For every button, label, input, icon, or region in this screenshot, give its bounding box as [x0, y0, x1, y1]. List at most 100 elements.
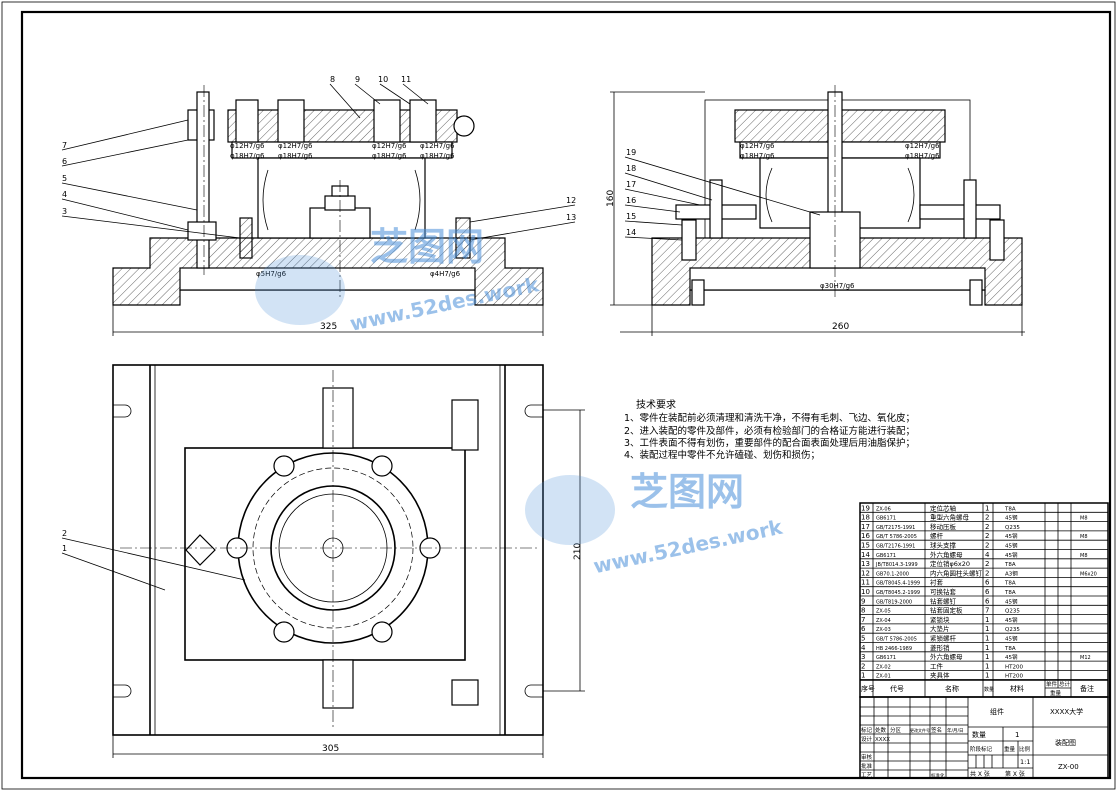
- parts-cell-no: 2: [861, 662, 865, 670]
- parts-cell-name: 紧锁块: [930, 615, 950, 624]
- watermark-logo: [255, 255, 345, 325]
- parts-cell-no: 16: [861, 532, 870, 540]
- balloon-9: 9: [355, 75, 360, 84]
- parts-cell-code: GB/T 5786-2005: [876, 534, 917, 540]
- dimension-width: 305: [322, 744, 339, 754]
- watermark-brand: 芝图网: [370, 225, 484, 269]
- parts-cell-code: ZX-02: [876, 664, 891, 670]
- mark-label: 标记: [861, 726, 873, 734]
- parts-cell-material: HT200: [1005, 674, 1023, 680]
- parts-cell-qty: 2: [985, 560, 989, 568]
- balloon-16: 16: [626, 196, 636, 205]
- parts-cell-no: 8: [861, 607, 865, 615]
- header-code: 代号: [890, 684, 904, 693]
- parts-cell-code: GB/T2176-1991: [876, 544, 915, 550]
- parts-cell-name: 可换钻套: [930, 587, 957, 596]
- parts-cell-material: Q235: [1005, 627, 1020, 633]
- fit-label: φ30H7/g6: [820, 282, 855, 290]
- parts-cell-material: HT200: [1005, 664, 1023, 670]
- parts-cell-qty: 2: [985, 532, 989, 540]
- parts-cell-name: 螺杆: [930, 531, 944, 540]
- parts-cell-name: 球头支撑: [930, 541, 957, 550]
- watermark-brand: 芝图网: [630, 470, 744, 514]
- balloon-14: 14: [626, 228, 636, 237]
- fit-label: φ4H7/g6: [430, 270, 461, 278]
- design-label: 设计: [861, 735, 873, 743]
- parts-cell-code: GB/T2175-1991: [876, 525, 915, 531]
- header-material: 材料: [1010, 684, 1024, 693]
- parts-cell-no: 18: [861, 514, 870, 522]
- stage-label: 阶段标记: [970, 745, 993, 753]
- title-block: 组件 XXXX大学 数量 1 装配图 阶段标记 重量 比例 1:1 ZX-00 …: [859, 696, 1109, 779]
- review-label: 审核: [861, 753, 873, 761]
- parts-cell-qty: 2: [985, 542, 989, 550]
- inner-frame: [20, 10, 1112, 780]
- header-no: 序号: [861, 684, 875, 693]
- scale-value: 1:1: [1020, 758, 1030, 766]
- parts-cell-name: 定位芯轴: [930, 503, 957, 512]
- zone-label: 分区: [890, 726, 902, 734]
- watermark-url: www.52des.work: [591, 515, 785, 579]
- parts-cell-code: HB 2466-1989: [876, 646, 912, 652]
- fit-label: φ18H7/g6: [740, 152, 775, 160]
- parts-cell-material: 45钢: [1005, 514, 1018, 522]
- tech-requirement-item: 1、零件在装配前必须清理和清洗干净，不得有毛刺、飞边、氧化皮；: [624, 412, 915, 424]
- parts-cell-code: ZX-06: [876, 506, 891, 512]
- parts-cell-material: Q235: [1005, 609, 1020, 615]
- balloon-4: 4: [62, 190, 67, 199]
- weight-label: 重量: [1004, 745, 1016, 753]
- parts-cell-material: 45钢: [1005, 597, 1018, 605]
- fit-label: φ18H7/g6: [420, 152, 455, 160]
- dimension-height: 160: [606, 190, 616, 207]
- tech-requirement-item: 2、进入装配的零件及部件，必须有检验部门的合格证方能进行装配；: [624, 425, 915, 437]
- parts-cell-no: 1: [861, 672, 865, 680]
- parts-cell-name: 钻套固定板: [930, 606, 963, 615]
- parts-cell-name: 工件: [930, 661, 944, 670]
- parts-cell-material: 45钢: [1005, 551, 1018, 559]
- dimension-width: 325: [320, 322, 337, 332]
- parts-cell-no: 12: [861, 569, 870, 577]
- sheets-total: 共 X 张: [970, 770, 990, 778]
- parts-cell-no: 4: [861, 644, 866, 652]
- parts-cell-qty: 2: [985, 514, 989, 522]
- header-unit: 单件: [1046, 680, 1058, 688]
- balloon-2: 2: [62, 529, 67, 538]
- parts-cell-code: GB6171: [876, 516, 896, 522]
- school-name: XXXX大学: [1050, 707, 1083, 716]
- fit-label: φ18H7/g6: [278, 152, 313, 160]
- parts-cell-qty: 1: [985, 653, 989, 661]
- parts-cell-material: T8A: [1004, 590, 1016, 596]
- side-view: φ12H7/g6 φ18H7/g6 φ12H7/g6 φ18H7/g6 φ30H…: [606, 85, 1025, 336]
- parts-cell-code: GB70.1-2000: [876, 571, 909, 577]
- parts-cell-name: 钻套螺钉: [930, 596, 957, 605]
- technical-requirements: 技术要求 1、零件在装配前必须清理和清洗干净，不得有毛刺、飞边、氧化皮； 2、进…: [624, 398, 915, 461]
- parts-cell-qty: 1: [985, 625, 989, 633]
- watermark-logo: [525, 475, 615, 545]
- parts-cell-name: 定位销φ6x20: [930, 559, 970, 568]
- parts-cell-material: 45钢: [1005, 616, 1018, 624]
- tech-requirements-title: 技术要求: [636, 398, 676, 411]
- fit-label: φ18H7/g6: [230, 152, 265, 160]
- parts-cell-code: GB/T8045.4-1999: [876, 581, 920, 587]
- fit-label: φ12H7/g6: [372, 142, 407, 150]
- top-view: 305 210 2 1: [61, 364, 585, 758]
- parts-cell-code: ZX-05: [876, 609, 891, 615]
- header-total: 总计: [1059, 680, 1071, 688]
- parts-cell-remark: M8: [1080, 553, 1088, 559]
- parts-cell-material: 45钢: [1005, 532, 1018, 540]
- parts-cell-no: 17: [861, 523, 870, 531]
- header-remark: 备注: [1080, 684, 1094, 693]
